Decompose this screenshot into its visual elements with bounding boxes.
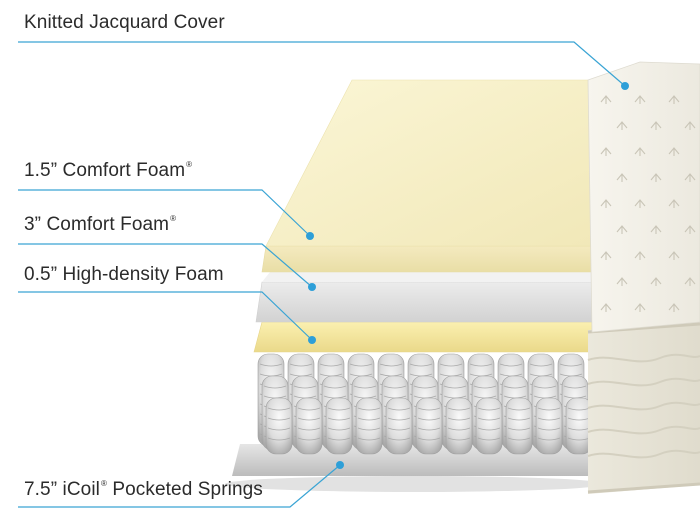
spring-coil: [385, 397, 413, 455]
jacquard-motif: [684, 277, 696, 286]
label-pocketed-springs: 7.5” iCoil® Pocketed Springs: [24, 479, 263, 501]
jacquard-motif: [634, 303, 646, 312]
grey-foam-top-edge: [262, 272, 600, 282]
leader-line-cover: [18, 41, 626, 87]
jacquard-motif: [668, 303, 680, 312]
jacquard-motif: [634, 147, 646, 156]
jacquard-motif: [600, 251, 612, 260]
jacquard-motif: [616, 121, 628, 130]
comfort-foam-3-layer: [261, 245, 601, 273]
label-high-density-foam: 0.5” High-density Foam: [24, 264, 224, 286]
label-springs-suffix: Pocketed Springs: [106, 479, 263, 500]
callout-dots: [306, 82, 629, 469]
label-springs-prefix: 7.5” iCoil: [24, 479, 100, 500]
jacquard-motif: [684, 173, 696, 182]
spring-coil: [535, 397, 563, 455]
dot-cover: [621, 82, 629, 90]
jacquard-motif: [616, 173, 628, 182]
jacquard-motif: [600, 147, 612, 156]
label-comfort-3-text: 3” Comfort Foam: [24, 214, 170, 235]
label-comfort-15-text: 1.5” Comfort Foam: [24, 160, 186, 181]
jacquard-pattern: [600, 95, 696, 312]
spring-coil: [415, 397, 443, 455]
spring-coil: [445, 397, 473, 455]
jacquard-motif: [600, 199, 612, 208]
springs-base-tray: [232, 444, 600, 476]
comfort-foam-15-layer: [265, 79, 601, 247]
registered-mark: ®: [100, 479, 107, 488]
leader-line-high-density: [18, 291, 313, 341]
pocketed-springs: [257, 353, 593, 455]
registered-mark: ®: [170, 214, 177, 223]
spring-coil: [505, 397, 533, 455]
label-cover-text: Knitted Jacquard Cover: [24, 12, 225, 33]
jacquard-motif: [600, 95, 612, 104]
label-comfort-foam-15: 1.5” Comfort Foam®: [24, 160, 192, 182]
label-high-density-text: 0.5” High-density Foam: [24, 264, 224, 285]
high-density-foam-yellow-layer: [253, 321, 597, 353]
springs-shadow: [225, 476, 605, 492]
dot-springs: [336, 461, 344, 469]
jacquard-motif: [634, 199, 646, 208]
jacquard-motif: [650, 121, 662, 130]
knitted-jacquard-cover-layer: [587, 61, 700, 333]
jacquard-motif: [616, 277, 628, 286]
spring-coil: [355, 397, 383, 455]
jacquard-motif: [668, 95, 680, 104]
cover-side-panel: [587, 322, 700, 494]
label-knitted-jacquard-cover: Knitted Jacquard Cover: [24, 12, 225, 34]
jacquard-motif: [600, 303, 612, 312]
spring-coil: [265, 397, 293, 455]
jacquard-motif: [668, 147, 680, 156]
jacquard-motif: [668, 199, 680, 208]
dot-comfort-3: [308, 283, 316, 291]
dot-comfort-15: [306, 232, 314, 240]
dot-high-density: [308, 336, 316, 344]
jacquard-motif: [634, 251, 646, 260]
jacquard-motif: [616, 225, 628, 234]
jacquard-motif: [650, 277, 662, 286]
spring-coil: [295, 397, 323, 455]
jacquard-motif: [634, 95, 646, 104]
registered-mark: ®: [186, 160, 193, 169]
jacquard-motif: [650, 225, 662, 234]
label-comfort-foam-3: 3” Comfort Foam®: [24, 214, 176, 236]
jacquard-motif: [684, 121, 696, 130]
jacquard-motif: [668, 251, 680, 260]
spring-coil: [565, 397, 593, 455]
leader-line-comfort-15: [18, 189, 311, 237]
leader-lines: [18, 41, 626, 508]
jacquard-motif: [684, 225, 696, 234]
spring-coil: [475, 397, 503, 455]
leader-line-comfort-3: [18, 243, 313, 288]
spring-coil: [325, 397, 353, 455]
jacquard-motif: [650, 173, 662, 182]
leader-line-springs: [18, 464, 341, 508]
high-density-foam-grey-layer: [255, 281, 599, 323]
